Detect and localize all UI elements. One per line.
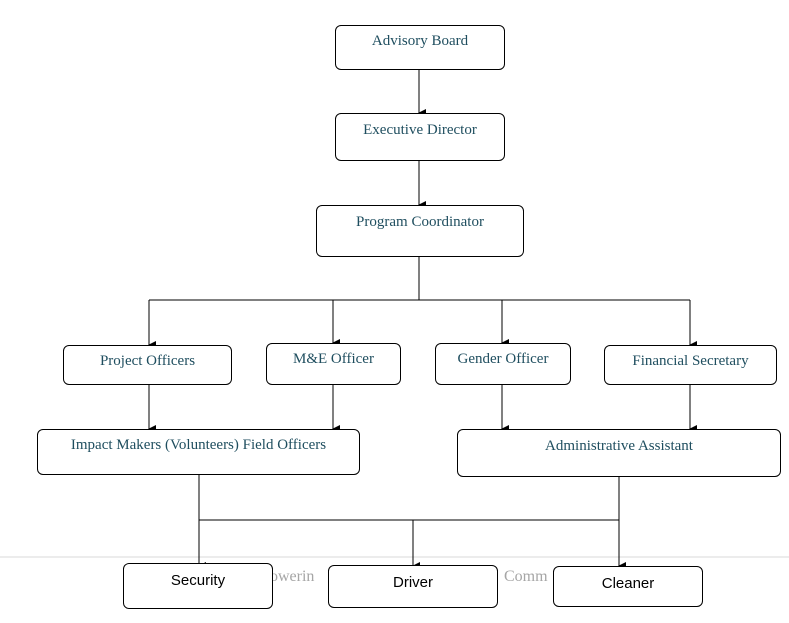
node-executive-director-label: Executive Director <box>363 122 477 138</box>
node-driver-label: Driver <box>393 574 433 591</box>
node-project-officers: Project Officers <box>63 345 232 385</box>
node-administrative-assistant: Administrative Assistant <box>457 429 781 477</box>
node-driver: Driver <box>328 565 498 608</box>
background-text-left: owerin <box>270 568 315 585</box>
node-financial-secretary: Financial Secretary <box>604 345 777 385</box>
node-advisory-board: Advisory Board <box>335 25 505 70</box>
node-me-officer-label: M&E Officer <box>293 351 374 367</box>
node-security: Security <box>123 563 273 609</box>
background-text-right: Comm <box>504 568 548 585</box>
node-program-coordinator: Program Coordinator <box>316 205 524 257</box>
node-cleaner-label: Cleaner <box>601 575 655 592</box>
node-administrative-assistant-label: Administrative Assistant <box>545 438 693 454</box>
node-cleaner: Cleaner <box>553 566 703 607</box>
node-me-officer: M&E Officer <box>266 343 401 385</box>
node-program-coordinator-label: Program Coordinator <box>356 214 484 230</box>
node-financial-secretary-label: Financial Secretary <box>632 353 749 369</box>
node-impact-makers: Impact Makers (Volunteers) Field Officer… <box>37 429 360 475</box>
node-security-label: Security <box>170 572 226 589</box>
node-project-officers-label: Project Officers <box>99 353 196 369</box>
node-executive-director: Executive Director <box>335 113 505 161</box>
node-gender-officer: Gender Officer <box>435 343 571 385</box>
node-advisory-board-label: Advisory Board <box>371 33 469 49</box>
node-impact-makers-label: Impact Makers (Volunteers) Field Officer… <box>70 437 327 453</box>
node-gender-officer-label: Gender Officer <box>457 351 549 367</box>
